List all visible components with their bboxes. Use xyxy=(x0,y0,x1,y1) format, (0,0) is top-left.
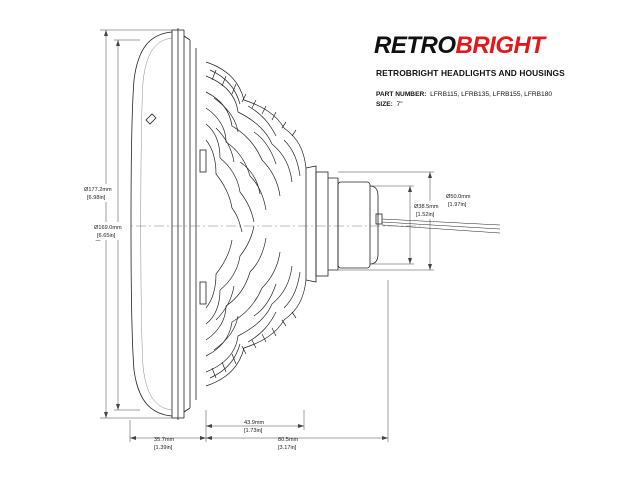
dim-overall-dia-in: [6.98in] xyxy=(87,195,106,201)
part-number-line: PART NUMBER: LFRB115, LFRB135, LFRB155, … xyxy=(376,91,552,98)
dim-heatsink-depth-in: [1.73in] xyxy=(244,428,263,434)
heatsink-fins xyxy=(205,61,307,233)
headlight-side-view xyxy=(95,28,207,420)
dim-rear-depth-in: [3.17in] xyxy=(278,445,297,451)
drawing-title: RETROBRIGHT HEADLIGHTS AND HOUSINGS xyxy=(376,68,565,78)
size-value: 7" xyxy=(396,101,403,108)
dim-plug-small-in: [1.52in] xyxy=(416,212,435,218)
size-line: SIZE: 7" xyxy=(376,101,403,108)
part-number-value: LFRB115, LFRB135, LFRB155, LFRB180 xyxy=(430,91,553,98)
dim-overall-dia-mm: Ø177.2mm xyxy=(84,187,112,193)
dim-rear-depth-mm: 80.5mm xyxy=(278,437,299,443)
dim-plug-large-mm: Ø50.0mm xyxy=(446,194,471,200)
dimension-lines xyxy=(100,29,434,442)
logo-retro: RETRO xyxy=(374,32,456,59)
dim-lens-dia-in: [6.65in] xyxy=(97,233,116,239)
dim-heatsink-depth-mm: 43.9mm xyxy=(244,420,265,426)
dim-lens-depth-in: [1.39in] xyxy=(154,445,173,451)
heatsink-fins-lower xyxy=(205,225,307,387)
retrobright-logo: RETROBRIGHT xyxy=(374,32,545,60)
dim-plug-small-mm: Ø38.5mm xyxy=(414,204,439,210)
dim-lens-depth-mm: 35.7mm xyxy=(154,437,175,443)
part-number-label: PART NUMBER: xyxy=(376,91,427,98)
dim-plug-large-in: [1.97in] xyxy=(448,202,467,208)
rear-connector xyxy=(305,165,501,283)
logo-bright: BRIGHT xyxy=(455,32,546,59)
dim-lens-dia-mm: Ø169.0mm xyxy=(94,225,122,231)
size-label: SIZE: xyxy=(376,101,393,108)
dimension-arrows xyxy=(104,30,432,440)
